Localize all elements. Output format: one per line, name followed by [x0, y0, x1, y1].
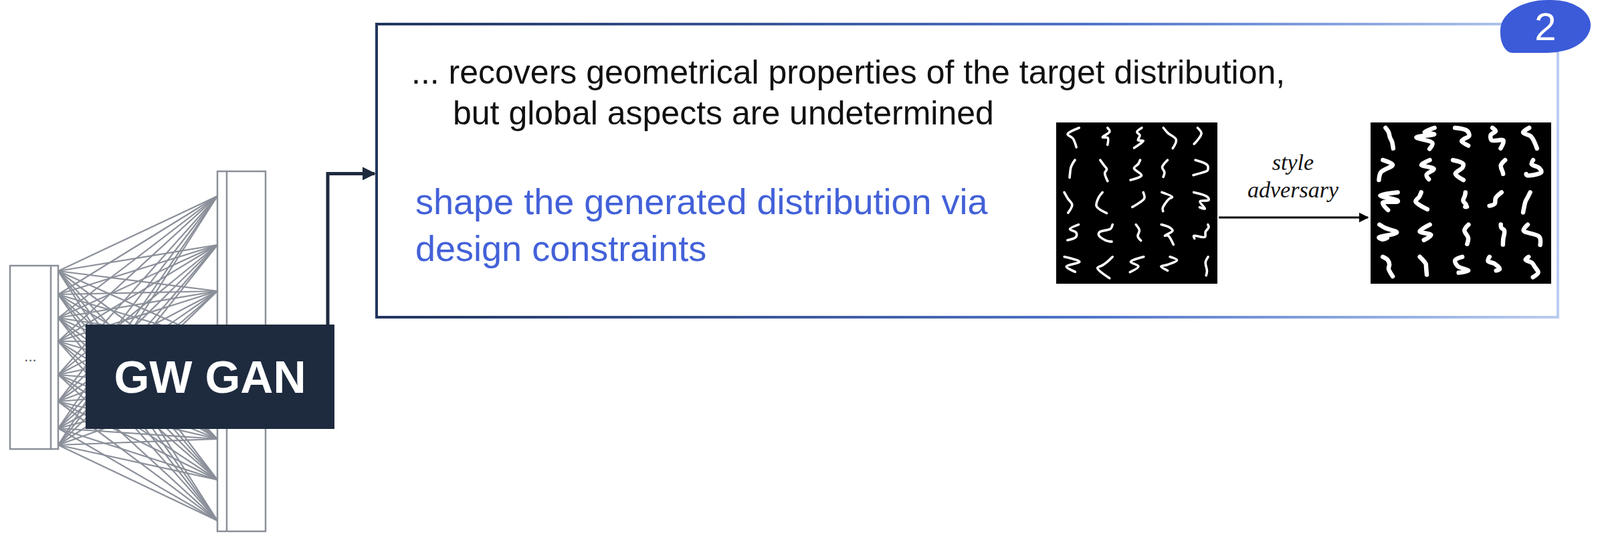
digit-stroke — [1462, 191, 1467, 207]
digit-stroke — [1163, 127, 1176, 149]
digit-stroke — [1421, 159, 1435, 180]
digit-stroke — [1132, 191, 1145, 207]
network-line — [58, 428, 218, 521]
digit-stroke — [1102, 127, 1110, 145]
digit-strokes — [1064, 127, 1542, 279]
digit-stroke — [1161, 159, 1168, 177]
step-badge: 2 — [1500, 0, 1591, 53]
digit-stroke — [1161, 256, 1178, 271]
layer-ellipsis: ... — [10, 347, 51, 366]
statement-text: ... recovers geometrical properties of t… — [411, 52, 1335, 134]
digit-stroke — [1382, 256, 1393, 277]
digit-stroke — [1064, 256, 1080, 272]
digit-stroke — [1452, 159, 1464, 180]
layer-line — [50, 265, 53, 449]
digit-stroke — [1523, 191, 1531, 213]
digit-stroke — [1523, 224, 1541, 245]
digit-stroke — [1161, 191, 1173, 211]
digit-stroke — [1501, 224, 1506, 245]
digit-stroke — [1525, 256, 1539, 277]
network-line — [58, 444, 218, 521]
digit-stroke — [1464, 224, 1469, 245]
digit-stroke — [1416, 127, 1435, 150]
digit-stroke — [1129, 256, 1144, 273]
digit-stroke — [1526, 159, 1542, 176]
digit-stroke — [1064, 191, 1073, 213]
digit-stroke — [1067, 224, 1079, 241]
digit-stroke — [1193, 191, 1209, 209]
digit-stroke — [1069, 159, 1075, 178]
digit-stroke — [1454, 256, 1469, 273]
digit-stroke — [1193, 224, 1209, 239]
input-layer — [10, 265, 59, 449]
digit-stroke — [1067, 127, 1079, 148]
model-box: GW GAN — [85, 324, 335, 429]
digit-stroke — [1523, 127, 1538, 149]
digit-stroke — [1487, 256, 1500, 271]
style-arrow — [1218, 216, 1368, 219]
digit-stroke — [1385, 127, 1393, 149]
digit-stroke — [1193, 159, 1209, 176]
network-line — [58, 244, 218, 295]
digit-stroke — [1420, 256, 1427, 275]
digit-stroke — [1205, 256, 1209, 276]
digit-stroke — [1135, 224, 1142, 241]
digit-stroke — [1098, 224, 1113, 243]
highlight-text: shape the generated distribution via des… — [415, 177, 1018, 272]
digit-stroke — [1193, 127, 1202, 144]
digit-stroke — [1378, 159, 1393, 180]
network-line — [58, 244, 218, 271]
digit-stroke — [1490, 127, 1504, 149]
digit-stroke — [1097, 256, 1114, 279]
description-panel: 2... recovers geometrical properties of … — [375, 22, 1560, 319]
mnist-grid — [1370, 122, 1552, 284]
digit-stroke — [1379, 191, 1398, 211]
digit-stroke — [1501, 159, 1506, 174]
digit-stroke — [1161, 224, 1174, 245]
digit-stroke — [1415, 191, 1428, 209]
network-line — [58, 195, 218, 295]
digit-stroke — [1454, 127, 1469, 146]
arrow-label: style adversary — [1226, 148, 1360, 204]
digit-stroke — [1096, 191, 1108, 213]
mnist-grid — [1056, 122, 1218, 284]
digit-stroke — [1134, 127, 1144, 148]
digit-stroke — [1378, 224, 1397, 240]
network-line — [58, 444, 218, 480]
badge-number: 2 — [1500, 0, 1591, 53]
digit-stroke — [1100, 159, 1108, 181]
digit-stroke — [1419, 224, 1431, 241]
network-line — [58, 438, 218, 445]
digit-stroke — [1489, 191, 1502, 206]
flow-arrow — [327, 173, 375, 325]
digit-stroke — [1130, 159, 1142, 180]
model-name: GW GAN — [85, 324, 335, 429]
